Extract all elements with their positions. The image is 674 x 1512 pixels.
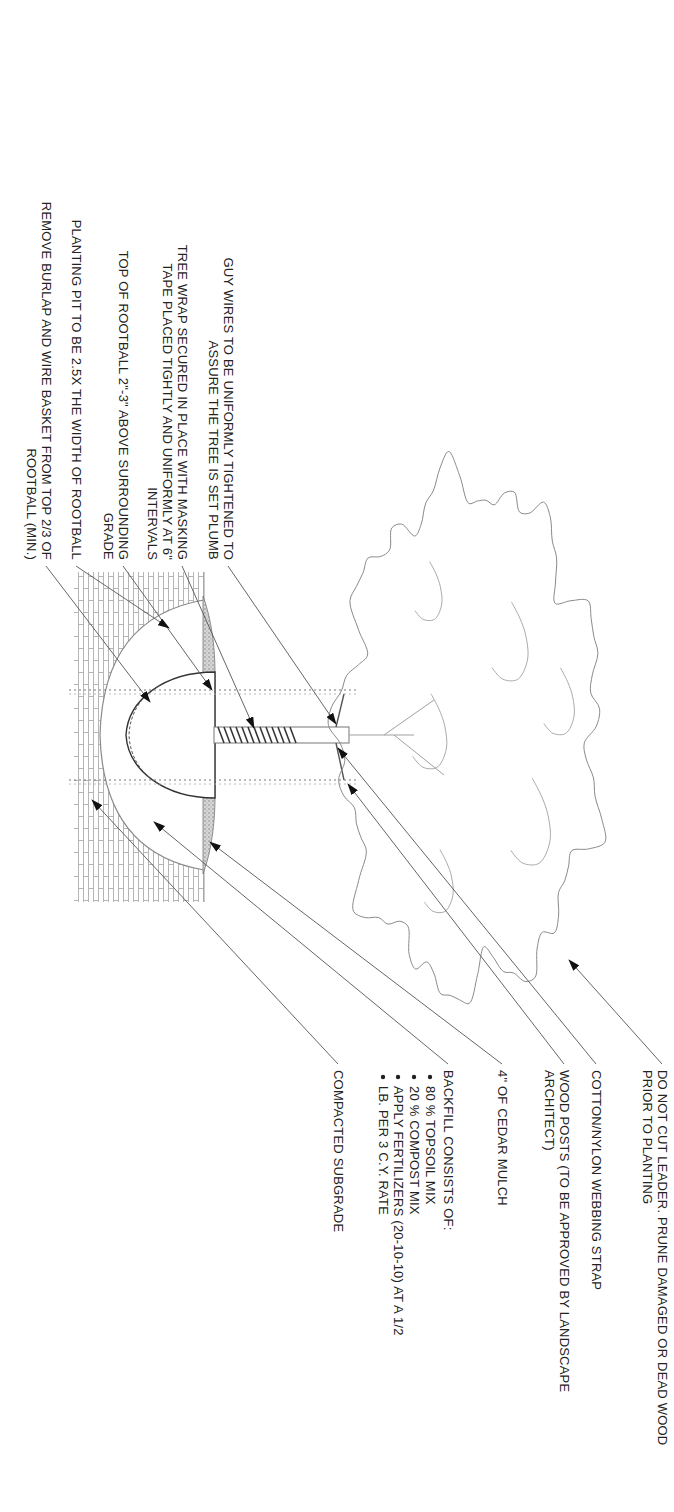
tree-wrap	[260, 727, 266, 743]
leader-line	[338, 748, 596, 1064]
rootball	[126, 672, 215, 798]
bullet-dot	[428, 1075, 432, 1079]
leader-line	[210, 842, 502, 1064]
webbing-strap	[336, 694, 344, 727]
tree-wrap	[248, 727, 254, 743]
tree-wrap	[266, 727, 272, 743]
bullet-dot	[381, 1075, 385, 1079]
leader-line	[154, 822, 448, 1064]
callout-label: DO NOT CUT LEADER. PRUNE DAMAGED OR DEAD…	[640, 1070, 670, 1450]
bullet-item: 80 % TOPSOIL MIX	[423, 1086, 438, 1416]
callout-label: COMPACTED SUBGRADE	[331, 1070, 346, 1430]
leaf-cluster	[544, 668, 575, 735]
bullet-item: 20 % COMPOST MIX	[407, 1086, 422, 1416]
leaf-cluster	[415, 561, 442, 620]
leader-line	[228, 566, 336, 724]
leaf-cluster	[492, 602, 528, 681]
bullet-dot	[396, 1075, 400, 1079]
leaf-cluster	[511, 778, 551, 865]
leader-line	[348, 784, 564, 1064]
tree-wrap	[284, 727, 290, 743]
leader-line	[123, 566, 212, 690]
callout-label: GUY WIRES TO BE UNIFORMLY TIGHTENED TO A…	[206, 200, 236, 560]
tree-wrap	[290, 727, 296, 743]
wood-post-edge	[69, 784, 356, 785]
leader-line	[92, 800, 338, 1064]
callout-label: 4" OF CEDAR MULCH	[495, 1070, 510, 1430]
tree-crown	[328, 451, 606, 1003]
callout-label: COTTON/NYLON WEBBING STRAP	[589, 1070, 604, 1430]
leader-line	[76, 566, 169, 628]
tree-wrap	[236, 727, 242, 743]
callout-label: REMOVE BURLAP AND WIRE BASKET FROM TOP 2…	[24, 200, 54, 560]
tree-wrap	[278, 727, 284, 743]
tree-wrap	[224, 727, 230, 743]
callout-label: TOP OF ROOTBALL 2"-3" ABOVE SURROUNDING …	[101, 240, 131, 560]
tree-wrap	[254, 727, 260, 743]
trunk	[214, 727, 349, 743]
callout-label: WOOD POSTS (TO BE APPROVED BY LANDSCAPE …	[542, 1070, 572, 1400]
callout-label: BACKFILL CONSISTS OF:	[441, 1070, 456, 1430]
tree-wrap	[218, 727, 224, 743]
leader-line	[182, 566, 254, 728]
wire-basket	[129, 684, 162, 786]
leaf-cluster	[413, 694, 447, 769]
tree-wrap	[272, 727, 278, 743]
callout-label: TREE WRAP SECURED IN PLACE WITH MASKING …	[145, 230, 190, 560]
bullet-dot	[412, 1075, 416, 1079]
bullet-item: APPLY FERTILIZERS (20-10-10) AT A 1/2 LB…	[376, 1086, 406, 1341]
wood-post	[69, 779, 356, 780]
wood-post-edge	[69, 694, 356, 695]
callout-label: PLANTING PIT TO BE 2.5X THE WIDTH OF ROO…	[69, 120, 84, 560]
tree-wrap	[242, 727, 248, 743]
tree-wrap	[230, 727, 236, 743]
branch	[349, 700, 444, 775]
leader-line	[46, 566, 150, 702]
